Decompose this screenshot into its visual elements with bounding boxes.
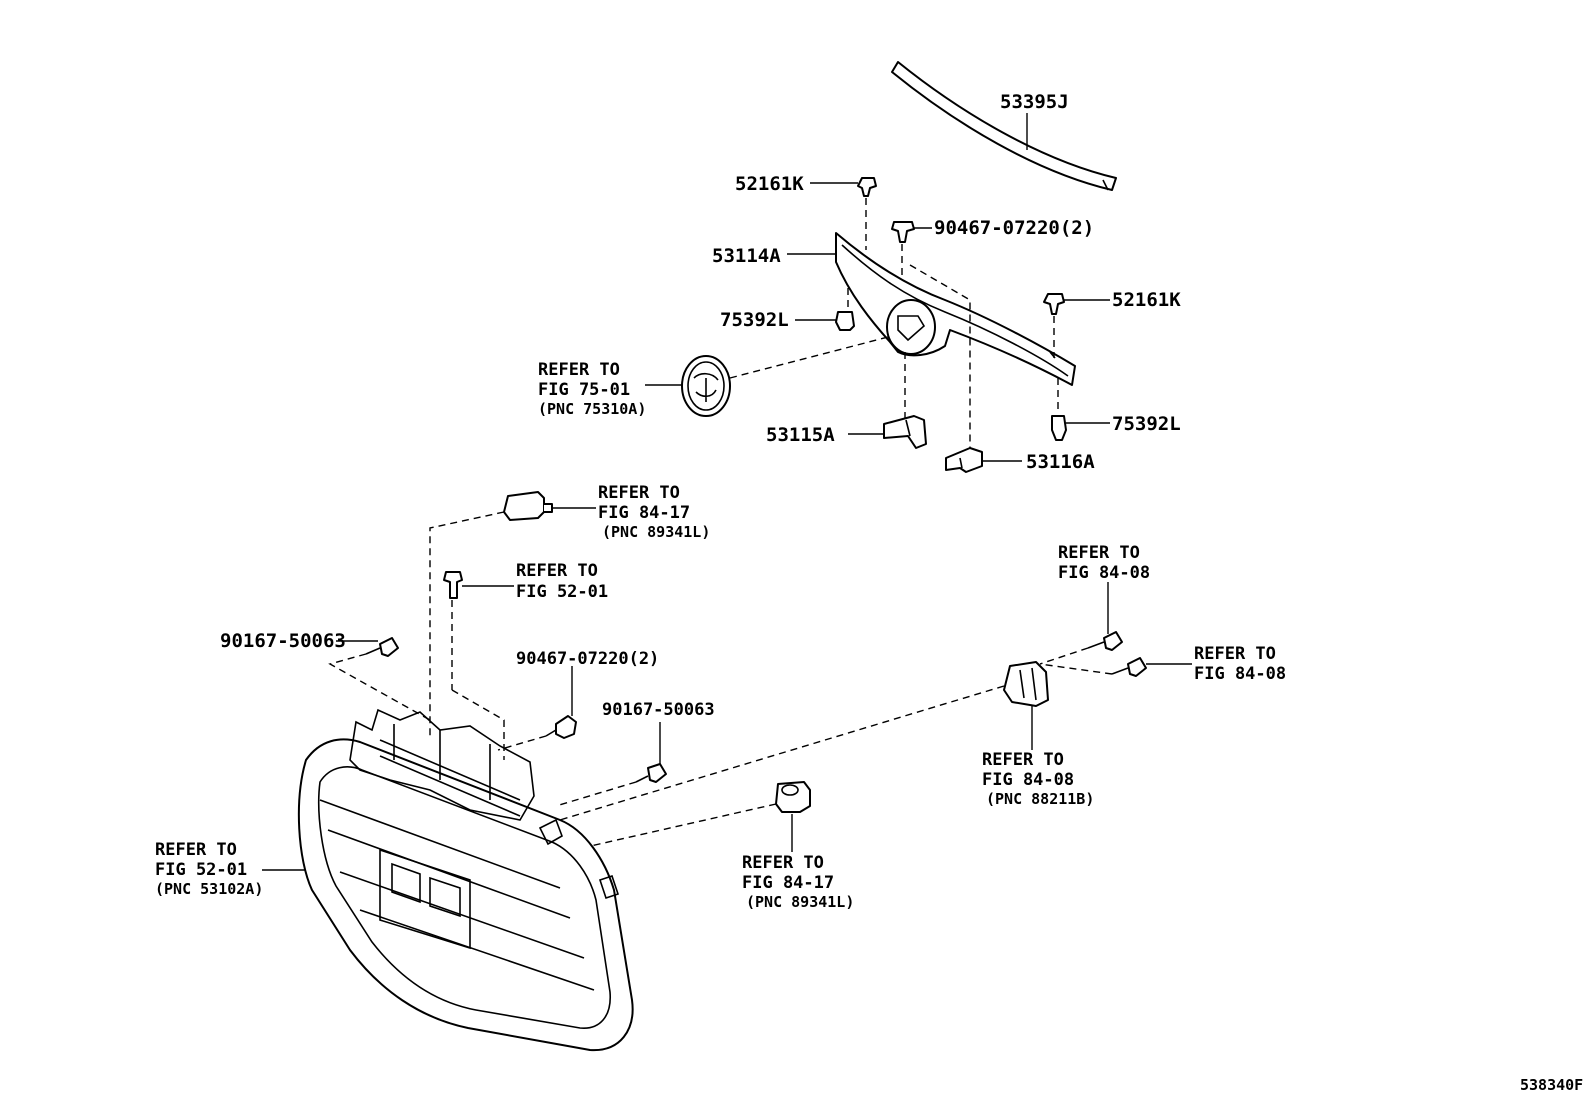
- bracket-53116A[interactable]: [945, 447, 983, 473]
- horn-bracket[interactable]: [1003, 661, 1049, 707]
- parking-sensor-bottom[interactable]: [775, 781, 811, 813]
- ref-sensor-bottom-line1: REFER TO: [742, 853, 824, 873]
- label-53114A: 53114A: [712, 245, 781, 267]
- label-53115A: 53115A: [766, 424, 835, 446]
- ref-sensor-top-line2: FIG 84-17: [598, 503, 690, 523]
- label-75392L-left: 75392L: [720, 309, 789, 331]
- dash-sensor-bottom: [563, 803, 777, 853]
- label-90467-07220-top: 90467-07220(2): [934, 217, 1094, 239]
- ref-sensor-bottom-line2: FIG 84-17: [742, 873, 834, 893]
- bolt-horn-right[interactable]: [1111, 657, 1147, 677]
- clip-90467-07220-top[interactable]: [891, 221, 915, 243]
- label-53116A: 53116A: [1026, 451, 1095, 473]
- ref-emblem-line1: REFER TO: [538, 360, 620, 380]
- dash-horn-top: [1039, 647, 1089, 665]
- bracket-53115A[interactable]: [883, 415, 927, 449]
- dash-90467-mid: [497, 735, 547, 751]
- dash-emblem: [729, 335, 893, 379]
- molding-strip-53395J[interactable]: [891, 61, 1117, 191]
- emblem[interactable]: [681, 355, 731, 417]
- clip-52161K-top[interactable]: [857, 177, 877, 197]
- label-52161K-top: 52161K: [735, 173, 804, 195]
- label-52161K-right: 52161K: [1112, 289, 1181, 311]
- bolt-horn-top[interactable]: [1087, 631, 1123, 651]
- dash-horn: [539, 685, 1005, 827]
- dash-horn-right: [1039, 663, 1113, 675]
- dash-90167-left: [328, 653, 431, 721]
- dash-90167-mid: [555, 781, 637, 807]
- ref-emblem-line3: (PNC 75310A): [538, 400, 646, 418]
- bolt-refer-52-01[interactable]: [443, 571, 463, 599]
- bolt-90167-50063-left[interactable]: [365, 637, 399, 657]
- ref-horn-top-line2: FIG 84-08: [1058, 563, 1150, 583]
- ref-horn-line1: REFER TO: [982, 750, 1064, 770]
- upper-grille-53114A[interactable]: [835, 232, 1076, 386]
- bolt-90167-50063-mid[interactable]: [635, 763, 667, 783]
- ref-bumper-line3: (PNC 53102A): [155, 880, 263, 898]
- parking-sensor-top[interactable]: [503, 491, 553, 521]
- clip-90467-07220-mid[interactable]: [545, 715, 577, 739]
- ref-sensor-top-line1: REFER TO: [598, 483, 680, 503]
- clip-75392L-right[interactable]: [1051, 415, 1067, 441]
- ref-horn-line3: (PNC 88211B): [986, 790, 1094, 808]
- clip-52161K-right[interactable]: [1043, 293, 1065, 315]
- ref-sensor-bottom-line3: (PNC 89341L): [746, 893, 854, 911]
- diagram-id: 538340F: [1520, 1076, 1583, 1094]
- dash-sensor-top: [429, 511, 505, 740]
- label-90167-50063-left: 90167-50063: [220, 630, 346, 652]
- ref-horn-top-line1: REFER TO: [1058, 543, 1140, 563]
- ref-bumper-line1: REFER TO: [155, 840, 237, 860]
- ref-sensor-top-line3: (PNC 89341L): [602, 523, 710, 541]
- label-75392L-right: 75392L: [1112, 413, 1181, 435]
- ref-bolt-52-line2: FIG 52-01: [516, 582, 608, 602]
- label-90467-07220-mid: 90467-07220(2): [516, 649, 659, 669]
- ref-emblem-line2: FIG 75-01: [538, 380, 630, 400]
- ref-horn-line2: FIG 84-08: [982, 770, 1074, 790]
- front-bumper-assembly[interactable]: [297, 708, 634, 1052]
- dash-grille-53116A: [909, 264, 971, 450]
- ref-bolt-52-line1: REFER TO: [516, 561, 598, 581]
- ref-horn-right-line2: FIG 84-08: [1194, 664, 1286, 684]
- ref-horn-right-line1: REFER TO: [1194, 644, 1276, 664]
- dash-bumper-1: [451, 689, 505, 760]
- ref-bumper-line2: FIG 52-01: [155, 860, 247, 880]
- label-90167-50063-mid: 90167-50063: [602, 700, 715, 720]
- label-53395J: 53395J: [1000, 91, 1069, 113]
- clip-75392L-left[interactable]: [835, 311, 855, 331]
